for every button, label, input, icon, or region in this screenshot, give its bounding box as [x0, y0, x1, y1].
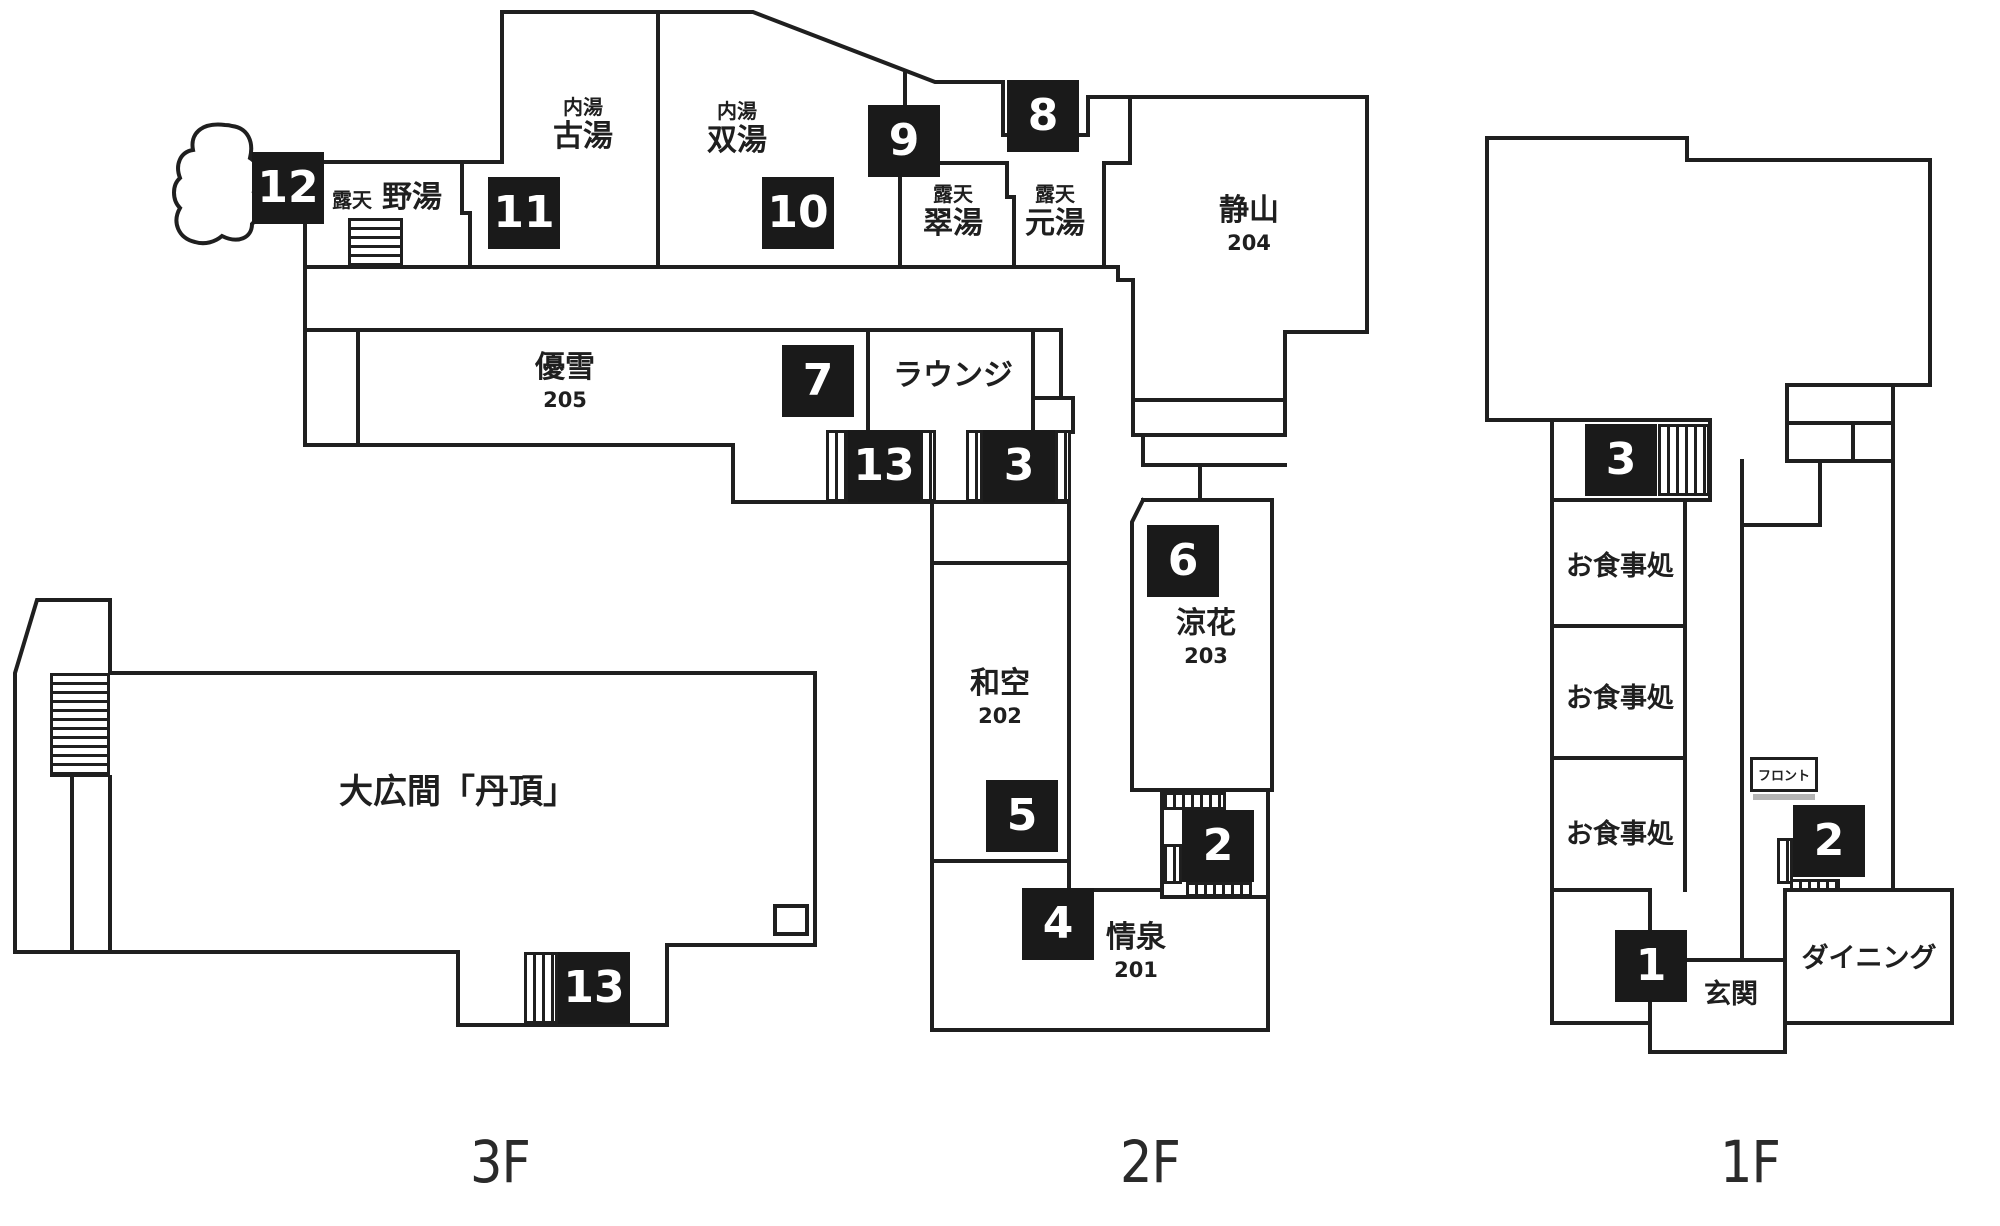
- room-name: ラウンジ: [893, 358, 1013, 393]
- marker-7: 7: [782, 345, 854, 417]
- stairs-2f-13-right: [920, 430, 936, 502]
- room-prefix: 内湯: [717, 99, 757, 123]
- room-label-josen: 情泉 201: [1106, 920, 1166, 985]
- room-prefix: 内湯: [563, 95, 603, 119]
- marker-10: 10: [762, 177, 834, 249]
- room-name: 元湯: [1025, 206, 1085, 241]
- front-desk: フロント: [1750, 757, 1818, 792]
- marker-11: 11: [488, 177, 560, 249]
- room-number: 202: [978, 704, 1022, 728]
- stairs-1f-2-left: [1777, 838, 1793, 884]
- room-label-yusetsu: 優雪 205: [535, 350, 595, 415]
- room-number: 205: [543, 388, 587, 412]
- room-label-furuyu: 内湯 古湯: [553, 96, 613, 155]
- stairs-1f-3: [1658, 424, 1710, 496]
- room-name: 情泉: [1106, 920, 1166, 955]
- marker-3-1f: 3: [1585, 424, 1657, 496]
- stairs-2f-2-left: [1164, 844, 1182, 884]
- room-prefix: 露天: [1035, 182, 1075, 206]
- stairs-noyu: [348, 218, 403, 268]
- room-label-entrance: 玄関: [1704, 979, 1758, 1010]
- marker-12: 12: [252, 152, 324, 224]
- stairs-3f-west: [50, 673, 110, 777]
- stairs-1f-2-bottom: [1790, 879, 1840, 891]
- stairs-3f-13: [524, 952, 558, 1024]
- marker-8: 8: [1007, 80, 1079, 152]
- front-desk-counter: [1753, 794, 1815, 800]
- room-label-shokuji-1: お食事処: [1566, 551, 1674, 582]
- marker-2-1f: 2: [1793, 805, 1865, 877]
- room-number: 201: [1114, 958, 1158, 982]
- marker-4: 4: [1022, 888, 1094, 960]
- floor-label-3f: 3F: [469, 1128, 531, 1196]
- room-label-shokuji-2: お食事処: [1566, 683, 1674, 714]
- room-name: 静山: [1219, 193, 1279, 228]
- marker-13-3f: 13: [558, 952, 630, 1024]
- marker-1: 1: [1615, 930, 1687, 1002]
- stairs-2f-2-bottom: [1186, 882, 1252, 897]
- room-label-motoyu: 露天 元湯: [1025, 183, 1085, 242]
- room-name: 涼花: [1176, 606, 1236, 641]
- room-label-seizan: 静山 204: [1219, 193, 1279, 258]
- stairs-2f-3-right: [1055, 430, 1071, 502]
- room-name: 優雪: [535, 350, 595, 385]
- room-number: 204: [1227, 231, 1271, 255]
- marker-3-2f: 3: [983, 430, 1055, 502]
- floor-label-1f: 1F: [1719, 1128, 1781, 1196]
- room-name: 双湯: [707, 123, 767, 158]
- room-name: 和空: [970, 666, 1030, 701]
- marker-9: 9: [868, 105, 940, 177]
- room-prefix: 露天: [933, 182, 973, 206]
- rock-pool-outline: [172, 122, 262, 246]
- marker-2-2f: 2: [1182, 810, 1254, 882]
- stairs-2f-2-top: [1164, 792, 1226, 810]
- room-label-lounge: ラウンジ: [893, 358, 1013, 394]
- room-name: 翠湯: [923, 206, 983, 241]
- room-number: 203: [1184, 644, 1228, 668]
- marker-6: 6: [1147, 525, 1219, 597]
- room-label-wakuu: 和空 202: [970, 666, 1030, 731]
- stairs-2f-3-left: [966, 430, 983, 502]
- room-label-noyu: 露天 野湯: [332, 172, 442, 216]
- room-name: 古湯: [553, 119, 613, 154]
- room-label-ryoka: 涼花 203: [1176, 606, 1236, 671]
- room-label-suiyu: 露天 翠湯: [923, 183, 983, 242]
- marker-5: 5: [986, 780, 1058, 852]
- room-prefix: 露天: [332, 188, 372, 212]
- room-label-ohiroma: 大広間「丹頂」: [339, 772, 577, 812]
- floor-label-2f: 2F: [1119, 1128, 1181, 1196]
- room-name: 野湯: [382, 180, 442, 215]
- room-label-shokuji-3: お食事処: [1566, 819, 1674, 850]
- stairs-2f-13-left: [826, 430, 848, 502]
- room-label-souyu: 内湯 双湯: [707, 100, 767, 159]
- room-label-dining: ダイニング: [1801, 943, 1937, 974]
- marker-13-2f: 13: [848, 430, 920, 502]
